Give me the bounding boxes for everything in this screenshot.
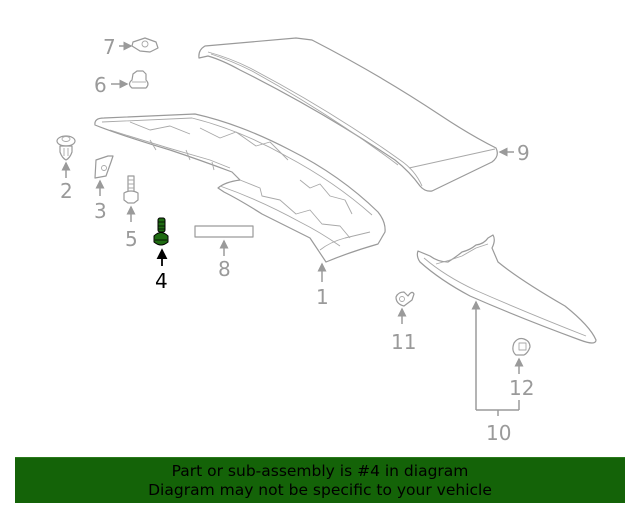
callout-4-label: 4	[155, 269, 168, 293]
part-2-push-clip[interactable]	[56, 135, 76, 161]
callout-4[interactable]: 4	[155, 248, 168, 293]
callout-12[interactable]: 12	[509, 357, 534, 400]
part-4-bolt-highlighted[interactable]	[153, 217, 169, 246]
callout-3-label: 3	[94, 199, 107, 223]
part-5-bolt[interactable]	[123, 175, 139, 204]
callout-7-label: 7	[103, 35, 116, 59]
info-banner: Part or sub-assembly is #4 in diagram Di…	[15, 457, 625, 503]
part-10-trim[interactable]	[416, 234, 597, 344]
part-1-trim-panel[interactable]	[94, 113, 386, 263]
banner-disclaimer: Diagram may not be specific to your vehi…	[148, 480, 492, 499]
part-7-clip[interactable]	[131, 37, 159, 53]
part-3-bracket[interactable]	[94, 155, 114, 179]
part-11-clip[interactable]	[395, 291, 415, 307]
part-8-pad[interactable]	[194, 225, 254, 238]
callout-2[interactable]: 2	[60, 161, 73, 203]
part-12-grommet[interactable]	[512, 337, 531, 356]
callout-7[interactable]: 7	[103, 35, 133, 59]
callout-11[interactable]: 11	[391, 307, 416, 354]
callout-11-label: 11	[391, 330, 416, 354]
callout-6-label: 6	[94, 73, 107, 97]
banner-part-notice: Part or sub-assembly is #4 in diagram	[171, 461, 469, 480]
callout-5-label: 5	[125, 227, 138, 251]
callout-6[interactable]: 6	[94, 73, 129, 97]
callout-1[interactable]: 1	[316, 262, 329, 309]
callout-1-label: 1	[316, 285, 329, 309]
callout-12-label: 12	[509, 376, 534, 400]
callout-2-label: 2	[60, 179, 73, 203]
callout-3[interactable]: 3	[94, 179, 107, 223]
callout-8[interactable]: 8	[218, 239, 231, 281]
callout-9-label: 9	[517, 141, 530, 165]
part-6-nut[interactable]	[128, 70, 149, 89]
callout-10-label: 10	[486, 421, 511, 445]
part-9-spoiler[interactable]	[198, 37, 498, 192]
callout-10[interactable]: 10	[471, 300, 520, 445]
callout-8-label: 8	[218, 257, 231, 281]
callout-9[interactable]: 9	[498, 141, 530, 165]
callout-5[interactable]: 5	[125, 205, 138, 251]
